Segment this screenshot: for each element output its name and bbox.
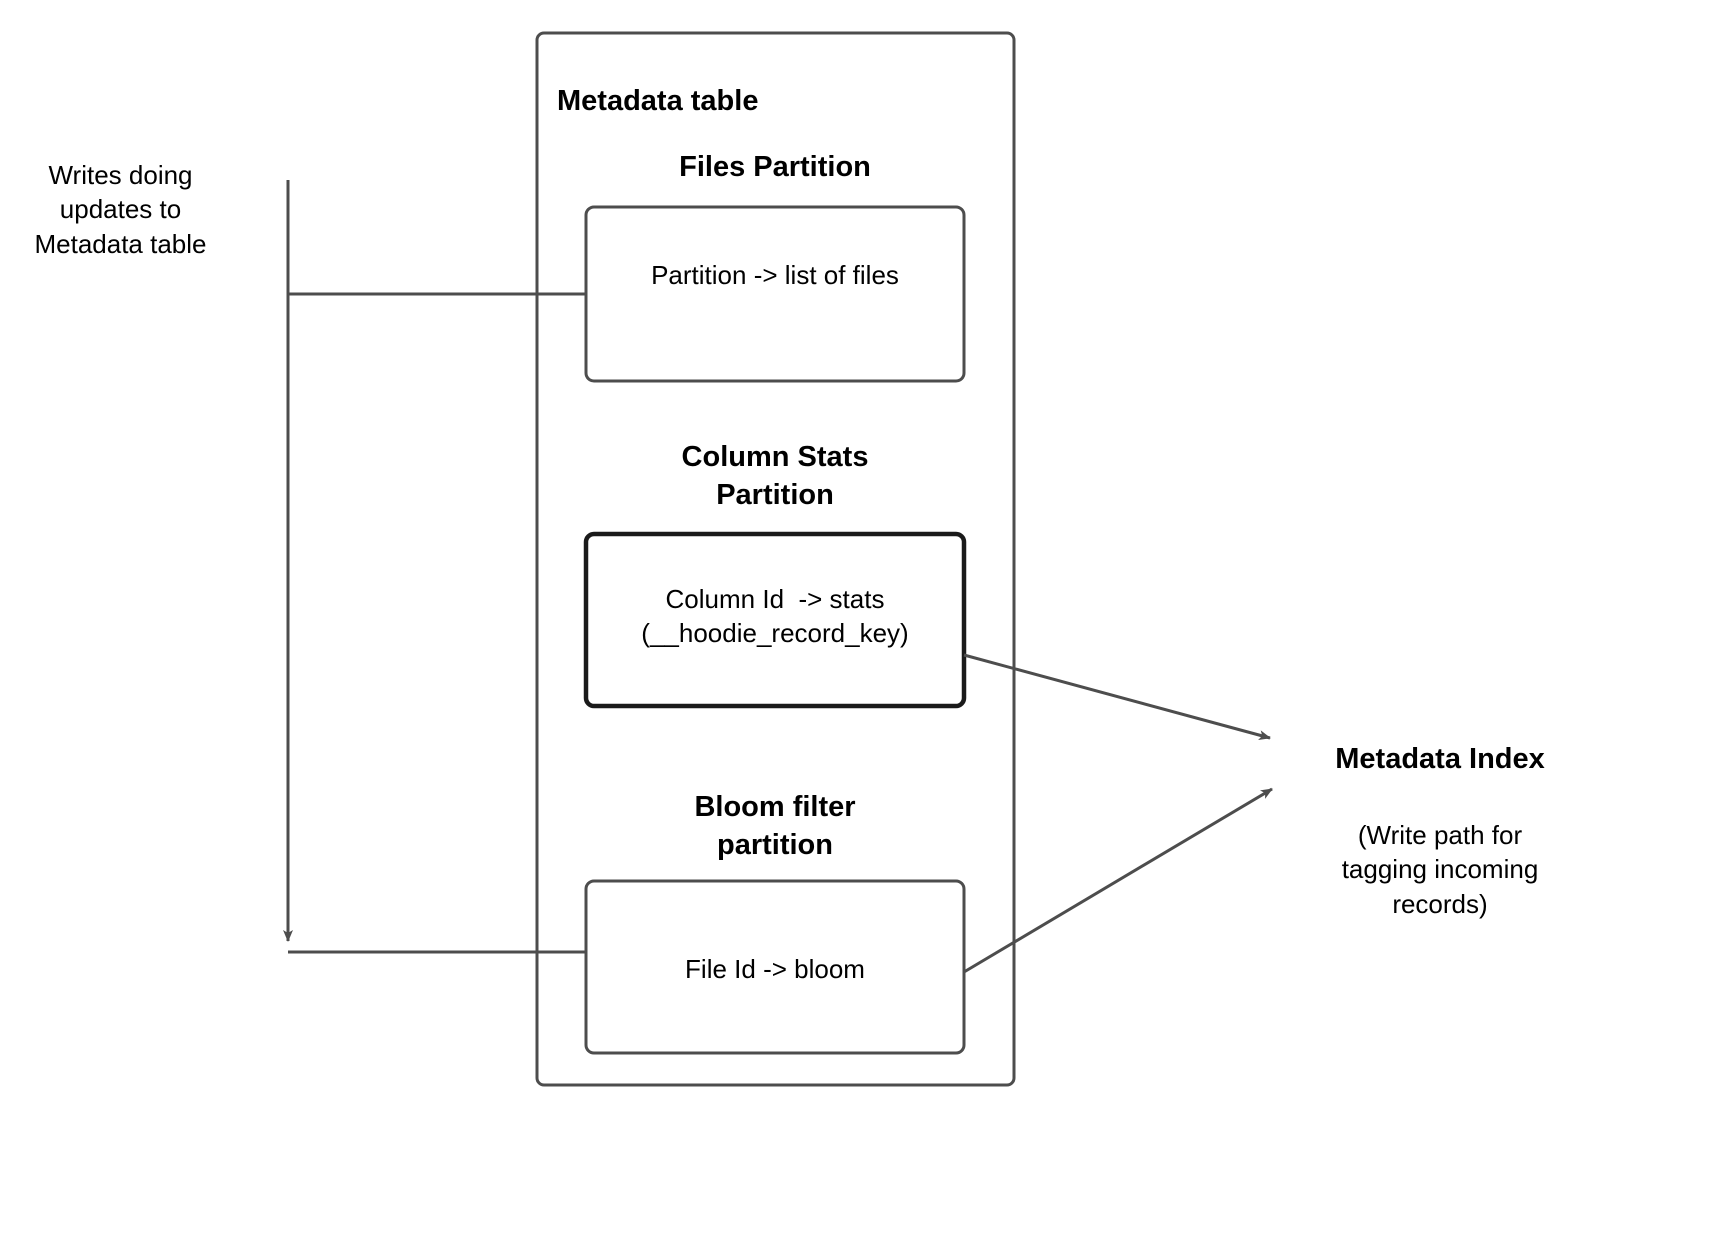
files-partition-box-text: Partition -> list of files	[651, 260, 899, 290]
files-partition-box	[584, 205, 966, 383]
metadata-index-caption: (Write path for tagging incoming records…	[1341, 820, 1539, 919]
bloom-filter-to-metadata-index-arrow	[963, 787, 1273, 974]
metadata-table-container	[535, 31, 1016, 1087]
writes-note-label: Writes doing updates to Metadata table	[34, 160, 207, 259]
files-partition-heading: Files Partition	[679, 151, 871, 183]
column-stats-to-metadata-index-arrow	[963, 653, 1271, 740]
bloom-filter-heading: Bloom filter partition	[694, 791, 856, 862]
bloom-filter-box	[584, 879, 966, 1055]
column-stats-box	[583, 531, 967, 709]
column-stats-box-text: Column Id -> stats (__hoodie_record_key)	[641, 584, 909, 649]
metadata-table-title: Metadata table	[557, 85, 759, 117]
column-stats-heading: Column Stats Partition	[681, 441, 869, 512]
metadata-index-title: Metadata Index	[1335, 743, 1545, 775]
bloom-filter-box-text: File Id -> bloom	[685, 954, 865, 984]
